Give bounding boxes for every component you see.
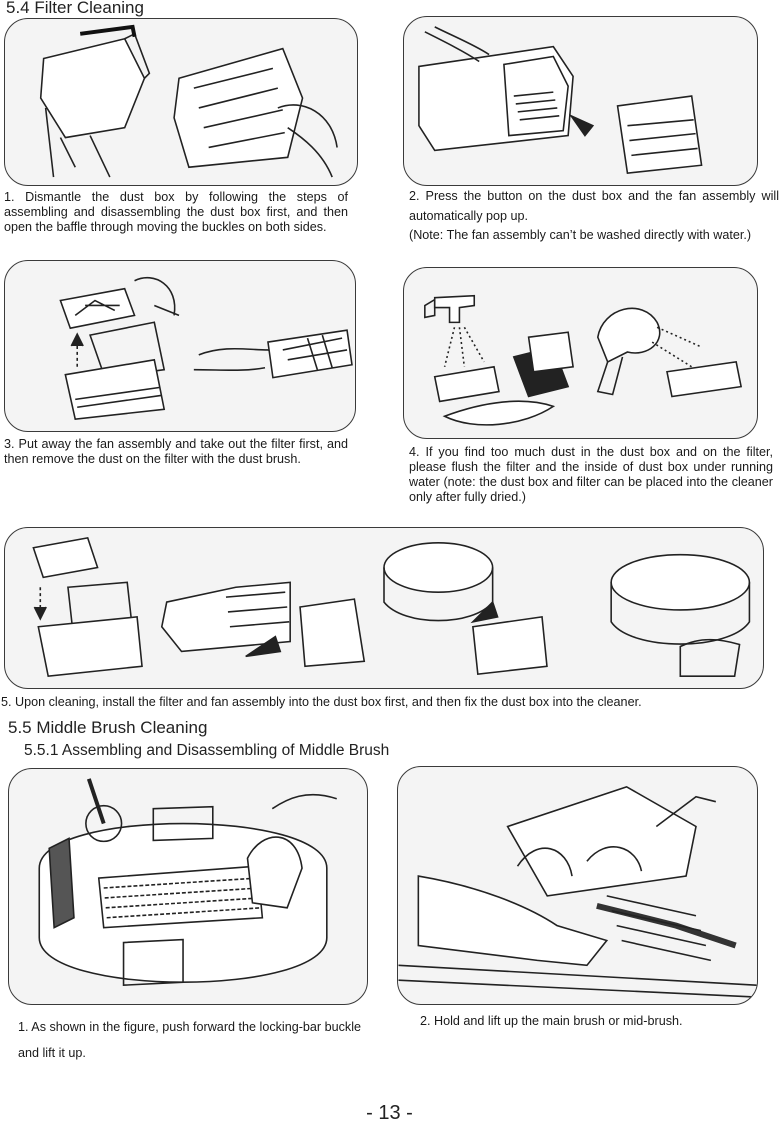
illustration-lift-main-brush [397,766,758,1005]
section-heading-middle-brush-cleaning: 5.5 Middle Brush Cleaning [8,718,208,737]
illustration-dismantle-dust-box [4,18,358,186]
section-heading-filter-cleaning: 5.4 Filter Cleaning [6,0,144,17]
brush-step-1-caption: 1. As shown in the figure, push forward … [18,1020,362,1060]
step-2-text: 2. Press the button on the dust box and … [409,189,779,223]
step-2-caption: 2. Press the button on the dust box and … [409,187,779,246]
step-5-caption: 5. Upon cleaning, install the filter and… [1,695,642,709]
illustration-reinstall-dust-box [4,527,764,689]
step-1-caption: 1. Dismantle the dust box by following t… [4,190,348,235]
illustration-flush-and-dry-filter [403,267,758,439]
step-4-caption: 4. If you find too much dust in the dust… [409,445,773,505]
illustration-push-locking-bar [8,768,368,1005]
brush-step-2-caption: 2. Hold and lift up the main brush or mi… [420,1014,683,1028]
subsection-heading-middle-brush: 5.5.1 Assembling and Disassembling of Mi… [24,742,390,759]
step-3-caption: 3. Put away the fan assembly and take ou… [4,437,348,467]
step-2-note: (Note: The fan assembly can’t be washed … [409,228,752,243]
illustration-remove-filter-brush [4,260,356,432]
page-number: - 13 - [366,1102,413,1124]
illustration-press-button-fan-pop-up [403,16,758,186]
